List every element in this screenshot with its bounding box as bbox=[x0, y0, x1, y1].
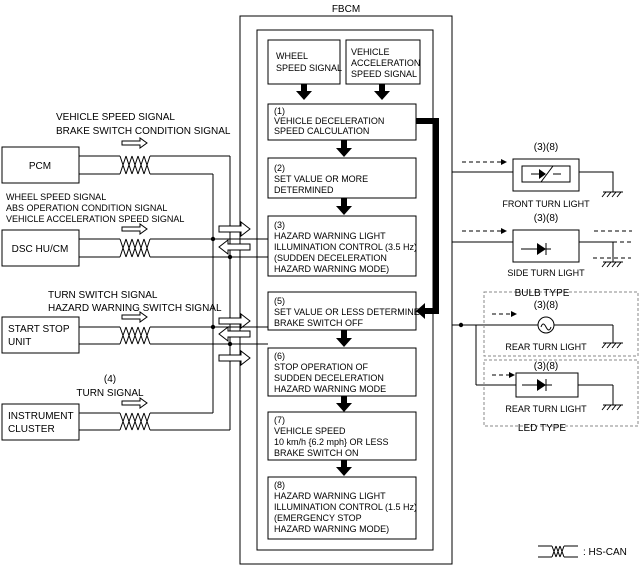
output-junction-dot bbox=[458, 322, 464, 328]
can-bus-wiring bbox=[79, 155, 268, 431]
svg-text:SPEED CALCULATION: SPEED CALCULATION bbox=[274, 126, 369, 136]
svg-text:INSTRUMENT: INSTRUMENT bbox=[8, 411, 74, 422]
svg-text:(3)(8): (3)(8) bbox=[534, 142, 558, 153]
svg-text:(2): (2) bbox=[274, 163, 285, 173]
svg-text:STOP OPERATION OF: STOP OPERATION OF bbox=[274, 362, 369, 372]
instrument-cluster-module: INSTRUMENT CLUSTER bbox=[1, 403, 80, 441]
cluster-signal-labels: (4) TURN SIGNAL bbox=[76, 374, 144, 399]
svg-text:VEHICLE SPEED: VEHICLE SPEED bbox=[274, 426, 346, 436]
svg-text:VEHICLE SPEED SIGNAL: VEHICLE SPEED SIGNAL bbox=[56, 112, 175, 123]
svg-text:FRONT TURN LIGHT: FRONT TURN LIGHT bbox=[502, 199, 590, 209]
svg-text:UNIT: UNIT bbox=[8, 337, 31, 348]
step-1-box: (1) VEHICLE DECELERATION SPEED CALCULATI… bbox=[267, 103, 417, 141]
svg-text:BULB TYPE: BULB TYPE bbox=[515, 288, 570, 299]
fbcm-title: FBCM bbox=[332, 4, 360, 15]
led-type-group: (3)(8) REAR TURN LIGHT LED TYPE bbox=[483, 359, 639, 434]
svg-text:(SUDDEN DECELERATION: (SUDDEN DECELERATION bbox=[274, 253, 387, 263]
svg-text:WHEEL SPEED SIGNAL: WHEEL SPEED SIGNAL bbox=[6, 192, 106, 202]
svg-text:(3)(8): (3)(8) bbox=[534, 300, 558, 311]
svg-text:SET VALUE OR LESS DETERMINED: SET VALUE OR LESS DETERMINED bbox=[274, 307, 427, 317]
svg-text:VEHICLE: VEHICLE bbox=[351, 47, 390, 57]
svg-text:HAZARD WARNING LIGHT: HAZARD WARNING LIGHT bbox=[274, 231, 386, 241]
svg-text:HAZARD WARNING MODE): HAZARD WARNING MODE) bbox=[274, 524, 389, 534]
front-turn-light: (3)(8) FRONT TURN LIGHT bbox=[502, 142, 614, 209]
step-6-box: (6) STOP OPERATION OF SUDDEN DECELERATIO… bbox=[267, 347, 417, 397]
svg-text:(EMERGENCY STOP: (EMERGENCY STOP bbox=[274, 513, 362, 523]
svg-text:10 km/h {6.2 mph} OR LESS: 10 km/h {6.2 mph} OR LESS bbox=[274, 437, 389, 447]
svg-text:TURN SIGNAL: TURN SIGNAL bbox=[76, 388, 144, 399]
hs-can-legend: : HS-CAN bbox=[538, 545, 627, 558]
svg-text:BRAKE SWITCH OFF: BRAKE SWITCH OFF bbox=[274, 318, 364, 328]
svg-text:VEHICLE DECELERATION: VEHICLE DECELERATION bbox=[274, 116, 384, 126]
svg-text:START STOP: START STOP bbox=[8, 324, 70, 335]
svg-text:VEHICLE ACCELERATION SPEED SIG: VEHICLE ACCELERATION SPEED SIGNAL bbox=[6, 214, 184, 224]
svg-text:ACCELERATION: ACCELERATION bbox=[351, 58, 420, 68]
signal-direction-arrows bbox=[121, 137, 148, 409]
ground-symbols bbox=[601, 184, 623, 411]
svg-text:REAR TURN LIGHT: REAR TURN LIGHT bbox=[505, 342, 587, 352]
bulb-type-group: BULB TYPE (3)(8) REAR TURN LIGHT bbox=[483, 288, 639, 357]
svg-text:(8): (8) bbox=[274, 480, 285, 490]
svg-text:SPEED SIGNAL: SPEED SIGNAL bbox=[351, 69, 417, 79]
side-turn-light: (3)(8) SIDE TURN LIGHT bbox=[507, 213, 614, 278]
bus-junction-dots bbox=[210, 236, 233, 347]
fbcm-outer-box bbox=[239, 15, 453, 565]
svg-text:HAZARD WARNING SWITCH SIGNAL: HAZARD WARNING SWITCH SIGNAL bbox=[48, 303, 222, 314]
svg-text:DSC HU/CM: DSC HU/CM bbox=[12, 244, 69, 255]
svg-text:PCM: PCM bbox=[29, 161, 51, 172]
svg-text:REAR TURN LIGHT: REAR TURN LIGHT bbox=[505, 404, 587, 414]
svg-text:BRAKE SWITCH ON: BRAKE SWITCH ON bbox=[274, 448, 359, 458]
accel-speed-input-box: VEHICLE ACCELERATION SPEED SIGNAL bbox=[345, 39, 421, 85]
loop-arrow bbox=[416, 118, 439, 319]
svg-text:BRAKE SWITCH CONDITION SIGNAL: BRAKE SWITCH CONDITION SIGNAL bbox=[56, 126, 231, 137]
dsc-module: DSC HU/CM bbox=[1, 229, 80, 267]
svg-text:WHEEL: WHEEL bbox=[276, 51, 308, 61]
svg-text:DETERMINED: DETERMINED bbox=[274, 185, 334, 195]
step-2-box: (2) SET VALUE OR MORE DETERMINED bbox=[267, 157, 417, 199]
svg-text:ABS OPERATION CONDITION SIGNAL: ABS OPERATION CONDITION SIGNAL bbox=[6, 203, 167, 213]
step-8-box: (8) HAZARD WARNING LIGHT ILLUMINATION CO… bbox=[267, 476, 417, 540]
svg-text:SPEED SIGNAL: SPEED SIGNAL bbox=[276, 63, 342, 73]
svg-text:(3): (3) bbox=[274, 220, 285, 230]
svg-text:TURN SWITCH SIGNAL: TURN SWITCH SIGNAL bbox=[48, 290, 158, 301]
svg-text:LED TYPE: LED TYPE bbox=[518, 423, 566, 434]
svg-text:(3)(8): (3)(8) bbox=[534, 361, 558, 372]
svg-text:SET VALUE OR MORE: SET VALUE OR MORE bbox=[274, 174, 368, 184]
svg-text:ILLUMINATION CONTROL (3.5 Hz): ILLUMINATION CONTROL (3.5 Hz) bbox=[274, 242, 417, 252]
svg-text:HAZARD WARNING MODE: HAZARD WARNING MODE bbox=[274, 384, 386, 394]
svg-text:SIDE TURN LIGHT: SIDE TURN LIGHT bbox=[507, 268, 585, 278]
svg-text:HAZARD WARNING MODE): HAZARD WARNING MODE) bbox=[274, 264, 389, 274]
step-5-box: (5) SET VALUE OR LESS DETERMINED BRAKE S… bbox=[267, 291, 427, 331]
pcm-module: PCM bbox=[1, 146, 80, 184]
fbcm-io-arrows bbox=[218, 220, 251, 367]
svg-text:(5): (5) bbox=[274, 296, 285, 306]
svg-text:ILLUMINATION CONTROL (1.5 Hz): ILLUMINATION CONTROL (1.5 Hz) bbox=[274, 502, 417, 512]
dsc-signal-labels: WHEEL SPEED SIGNAL ABS OPERATION CONDITI… bbox=[6, 192, 184, 224]
svg-text:(7): (7) bbox=[274, 415, 285, 425]
output-wiring bbox=[452, 171, 520, 386]
svg-text:(1): (1) bbox=[274, 106, 285, 116]
svg-text:CLUSTER: CLUSTER bbox=[8, 424, 55, 435]
step-3-box: (3) HAZARD WARNING LIGHT ILLUMINATION CO… bbox=[267, 215, 417, 277]
wheel-speed-input-box: WHEEL SPEED SIGNAL bbox=[267, 39, 342, 85]
step-7-box: (7) VEHICLE SPEED 10 km/h {6.2 mph} OR L… bbox=[267, 411, 417, 461]
svg-text:(3)(8): (3)(8) bbox=[534, 213, 558, 224]
ssu-signal-labels: TURN SWITCH SIGNAL HAZARD WARNING SWITCH… bbox=[48, 290, 222, 314]
svg-text:: HS-CAN: : HS-CAN bbox=[583, 547, 627, 558]
svg-text:HAZARD WARNING LIGHT: HAZARD WARNING LIGHT bbox=[274, 491, 386, 501]
pcm-signal-labels: VEHICLE SPEED SIGNAL BRAKE SWITCH CONDIT… bbox=[56, 112, 231, 137]
start-stop-unit-module: START STOP UNIT bbox=[1, 316, 80, 354]
svg-text:SUDDEN DECELERATION: SUDDEN DECELERATION bbox=[274, 373, 384, 383]
svg-text:(6): (6) bbox=[274, 351, 285, 361]
flow-arrows bbox=[296, 84, 390, 476]
svg-text:(4): (4) bbox=[104, 374, 116, 385]
